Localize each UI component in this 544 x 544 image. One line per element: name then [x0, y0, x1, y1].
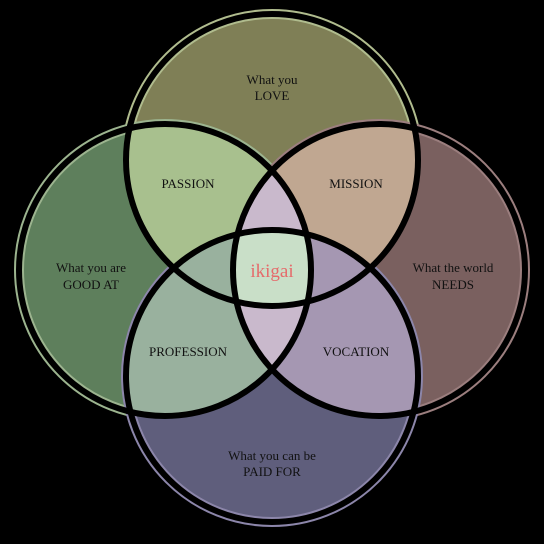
needs-label-line1: What the world: [413, 260, 494, 275]
needs-label-line2: NEEDS: [432, 277, 474, 292]
good-label-line1: What you are: [56, 260, 126, 275]
ikigai-label: ikigai: [250, 261, 293, 282]
paid-label-line1: What you can be: [228, 448, 316, 463]
profession-label: PROFESSION: [149, 344, 228, 359]
mission-label: MISSION: [329, 176, 383, 191]
vocation-label: VOCATION: [323, 344, 390, 359]
good-label-line2: GOOD AT: [63, 277, 119, 292]
love-label-line1: What you: [247, 72, 298, 87]
passion-label: PASSION: [162, 176, 216, 191]
love-label-line2: LOVE: [255, 88, 290, 103]
paid-label-line2: PAID FOR: [243, 464, 301, 479]
circle-outlines: [16, 11, 528, 525]
